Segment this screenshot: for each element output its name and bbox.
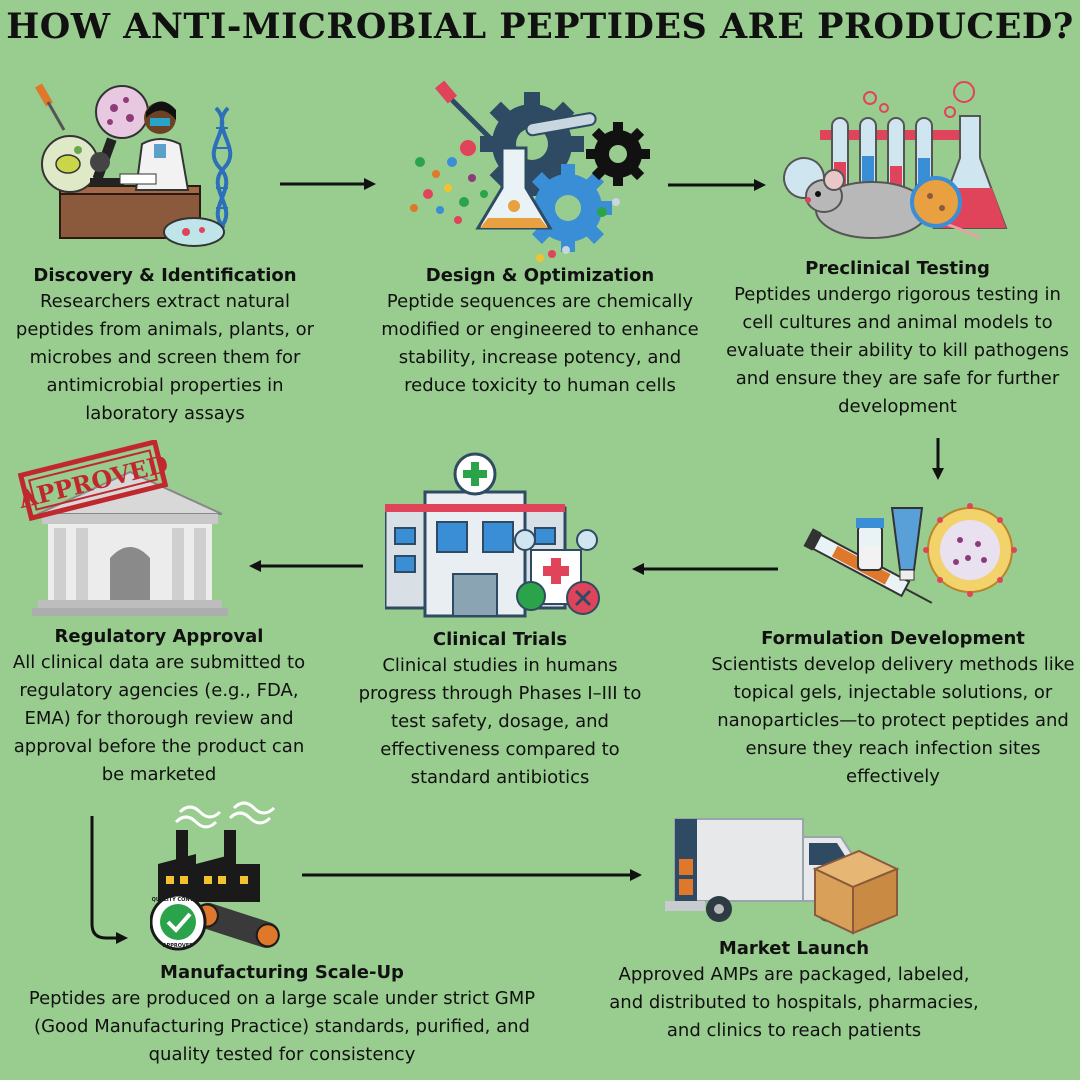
arrow-2-to-3 <box>668 179 766 191</box>
step-title: Design & Optimization <box>425 265 655 286</box>
step-title: Formulation Development <box>761 628 1025 649</box>
step-regulatory: Regulatory Approval All clinical data ar… <box>0 625 318 789</box>
step-title: Preclinical Testing <box>805 258 990 279</box>
arrow-3-to-4 <box>932 438 944 480</box>
arrow-5-to-6 <box>249 560 363 572</box>
step-design: Design & Optimization Peptide sequences … <box>376 264 704 400</box>
step-description: Peptides undergo rigorous testing in cel… <box>726 284 1069 417</box>
step-title: Discovery & Identification <box>33 265 297 286</box>
step-title: Regulatory Approval <box>54 626 264 647</box>
step-description: Researchers extract natural peptides fro… <box>15 291 315 424</box>
qc-badge-top: QUALITY CONTROL <box>152 897 205 903</box>
page-title: HOW ANTI-MICROBIAL PEPTIDES ARE PRODUCED… <box>6 6 1074 47</box>
lab-gears-icon <box>402 78 662 268</box>
step-description: Scientists develop delivery methods like… <box>711 654 1075 787</box>
step-clinical-trials: Clinical Trials Clinical studies in huma… <box>350 628 650 792</box>
step-title: Clinical Trials <box>432 629 568 650</box>
step-manufacturing: Manufacturing Scale-Up Peptides are prod… <box>22 961 542 1069</box>
step-title: Manufacturing Scale-Up <box>160 962 404 983</box>
step-description: Peptide sequences are chemically modifie… <box>381 291 699 396</box>
lab-mouse-icon <box>780 78 1020 248</box>
factory-icon: QUALITY CONTROL APPROVED <box>150 798 285 954</box>
arrow-6-to-7 <box>90 816 128 944</box>
syringe-nanoparticle-icon <box>800 500 1020 620</box>
delivery-truck-icon <box>665 815 905 935</box>
arrow-7-to-8 <box>302 869 642 881</box>
step-discovery: Discovery & Identification Researchers e… <box>10 264 320 428</box>
arrow-4-to-5 <box>632 563 778 575</box>
step-description: Peptides are produced on a large scale u… <box>28 988 536 1065</box>
approved-building-icon: APPROVED <box>18 440 228 620</box>
step-market-launch: Market Launch Approved AMPs are packaged… <box>608 937 980 1045</box>
hospital-icon <box>385 452 610 620</box>
researcher-microscope-icon <box>30 78 260 258</box>
step-description: Approved AMPs are packaged, labeled, and… <box>609 964 979 1041</box>
arrow-1-to-2 <box>280 178 376 190</box>
qc-badge-bottom: APPROVED <box>163 943 194 949</box>
step-title: Market Launch <box>718 938 870 959</box>
step-description: Clinical studies in humans progress thro… <box>358 655 642 788</box>
step-formulation: Formulation Development Scientists devel… <box>708 627 1078 791</box>
step-preclinical: Preclinical Testing Peptides undergo rig… <box>725 257 1070 421</box>
step-description: All clinical data are submitted to regul… <box>12 652 306 785</box>
